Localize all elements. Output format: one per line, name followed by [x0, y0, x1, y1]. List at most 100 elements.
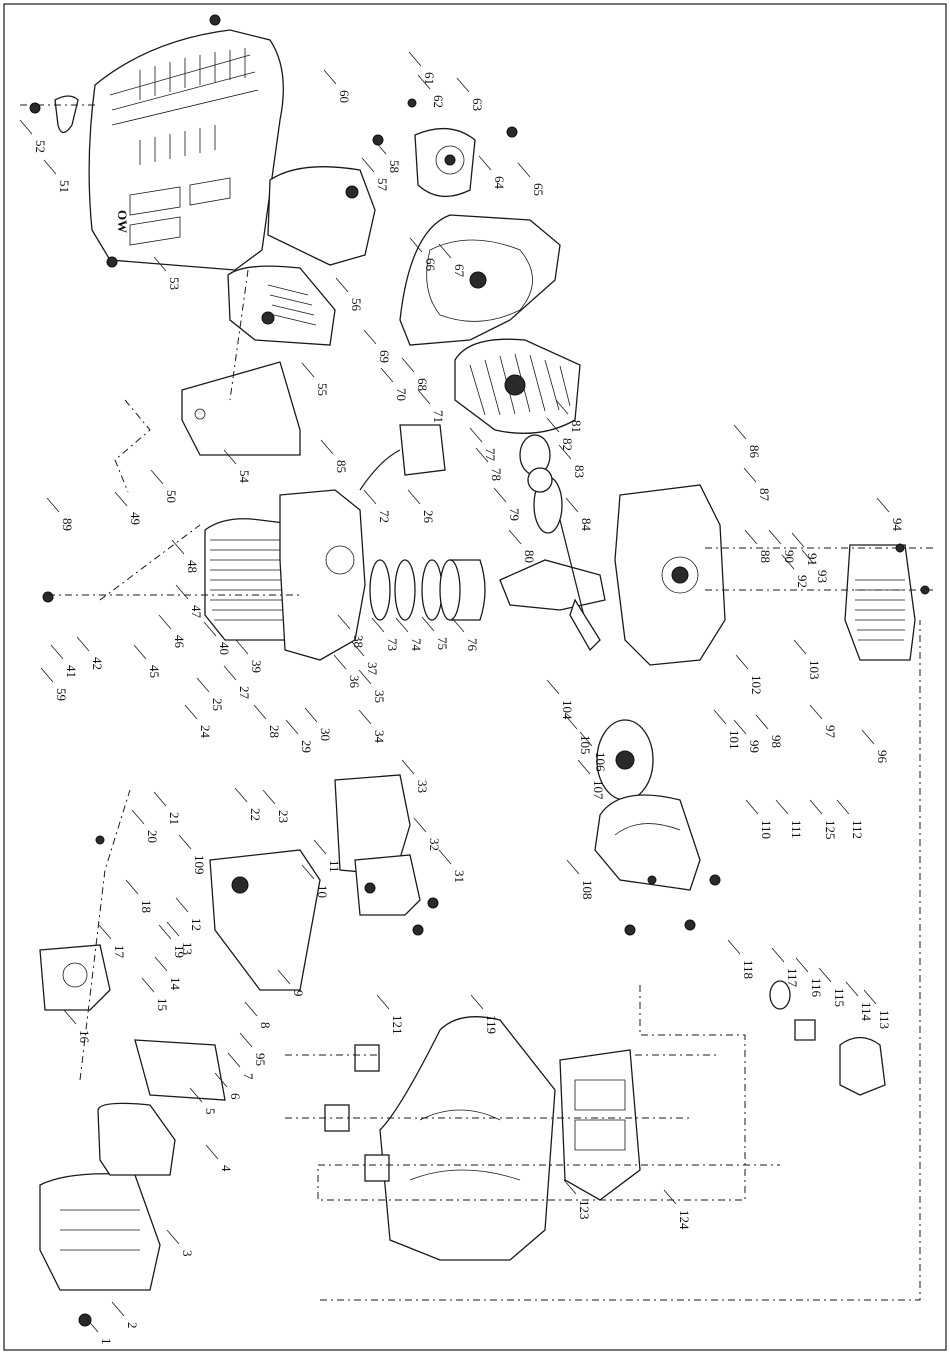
part-label-85: 85 — [334, 460, 349, 473]
part-label-26: 26 — [421, 510, 436, 524]
leader-line — [564, 714, 578, 730]
part-label-117: 117 — [785, 968, 800, 988]
leader-line — [775, 799, 789, 815]
leader-line — [46, 497, 60, 513]
crankshaft-part — [499, 434, 606, 652]
leader-line — [203, 621, 217, 637]
leader-line — [768, 529, 782, 545]
assembly-guide-lines — [20, 104, 935, 1301]
leader-line — [301, 362, 315, 378]
leader-line — [791, 532, 805, 548]
leader-line — [43, 159, 57, 175]
part-label-59: 59 — [54, 688, 69, 701]
leader-line — [451, 617, 465, 633]
leader-line — [141, 977, 155, 993]
part-label-39: 39 — [249, 660, 264, 673]
leader-line — [323, 69, 337, 85]
leader-line — [361, 157, 375, 173]
leader-line — [493, 487, 507, 503]
part-label-50: 50 — [164, 490, 179, 503]
part-label-8: 8 — [258, 1022, 273, 1029]
leader-line — [809, 704, 823, 720]
part-label-22: 22 — [248, 808, 263, 821]
part-label-51: 51 — [57, 180, 72, 193]
part-label-125: 125 — [823, 820, 838, 840]
leader-line — [223, 449, 237, 465]
leader-line — [771, 947, 785, 963]
leader-line — [205, 1144, 219, 1160]
crankcase-right-part — [614, 484, 726, 666]
leader-line — [395, 617, 409, 633]
leader-line — [111, 1301, 125, 1317]
piston-part — [439, 559, 486, 621]
leader-line — [836, 799, 850, 815]
leader-line — [244, 1001, 258, 1017]
leader-line — [184, 704, 198, 720]
part-label-101: 101 — [727, 730, 742, 750]
leader-line — [470, 994, 484, 1010]
leader-line — [863, 989, 877, 1005]
leader-line — [417, 389, 431, 405]
part-label-11: 11 — [327, 860, 342, 873]
part-label-91: 91 — [805, 553, 820, 566]
leader-line — [171, 539, 185, 555]
part-label-60: 60 — [337, 90, 352, 103]
muffler-part — [844, 544, 916, 661]
part-label-20: 20 — [145, 830, 160, 843]
part-label-68: 68 — [415, 378, 430, 391]
leader-line — [713, 709, 727, 725]
crankcase-left-part — [279, 489, 366, 661]
part-label-45: 45 — [147, 665, 162, 678]
leader-line — [301, 864, 315, 880]
part-label-118: 118 — [741, 960, 756, 979]
leader-line — [285, 719, 299, 735]
leader-line — [563, 1179, 577, 1195]
part-label-15: 15 — [155, 998, 170, 1011]
leader-line — [475, 447, 489, 463]
part-label-42: 42 — [90, 657, 105, 670]
part-label-104: 104 — [560, 700, 575, 720]
leader-line — [733, 424, 747, 440]
leader-line — [546, 417, 560, 433]
part-label-111: 111 — [789, 820, 804, 839]
leader-line — [335, 277, 349, 293]
leader-line — [469, 427, 483, 443]
part-label-31: 31 — [452, 870, 467, 883]
leader-line — [478, 155, 492, 171]
leader-line — [781, 554, 795, 570]
part-label-114: 114 — [859, 1002, 874, 1022]
clutch-drum-part — [596, 719, 654, 801]
leader-line — [413, 817, 427, 833]
leader-line — [214, 1072, 228, 1088]
part-label-29: 29 — [299, 740, 314, 753]
part-label-89: 89 — [60, 518, 75, 531]
air-filter-foam-part — [97, 1102, 176, 1176]
recoil-starter-part — [594, 794, 701, 891]
leader-line — [50, 644, 64, 660]
part-label-46: 46 — [172, 635, 187, 649]
part-label-99: 99 — [747, 740, 762, 753]
leader-line — [577, 759, 591, 775]
fasteners — [29, 14, 930, 1327]
part-label-53: 53 — [167, 277, 182, 290]
leader-line — [579, 731, 593, 747]
sheet-border — [3, 3, 947, 1351]
leader-line — [801, 549, 815, 565]
part-label-93: 93 — [815, 570, 830, 583]
leader-line — [153, 791, 167, 807]
part-label-36: 36 — [347, 675, 362, 689]
part-label-96: 96 — [875, 750, 890, 764]
leader-line — [845, 981, 859, 997]
leader-line — [793, 639, 807, 655]
leader-line — [363, 329, 377, 345]
leader-line — [313, 839, 327, 855]
part-label-110: 110 — [759, 820, 774, 839]
part-label-86: 86 — [747, 445, 762, 459]
part-label-2: 2 — [125, 1322, 140, 1329]
leader-line — [227, 1052, 241, 1068]
leader-line — [98, 924, 112, 940]
leader-line — [131, 809, 145, 825]
leader-line — [663, 1189, 677, 1205]
leader-line — [63, 1009, 77, 1025]
part-label-107: 107 — [591, 780, 606, 800]
